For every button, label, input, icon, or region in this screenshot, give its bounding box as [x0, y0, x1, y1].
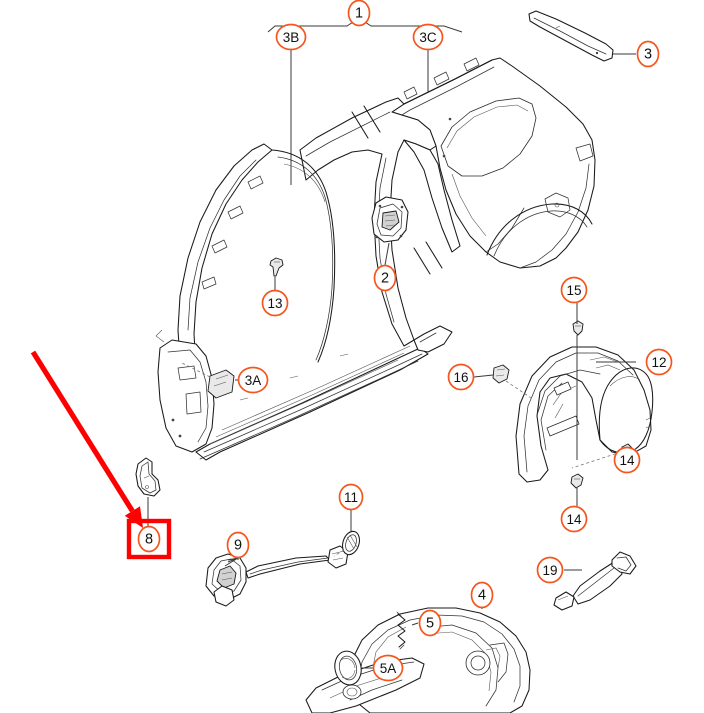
callout-layer: 1 3B 3C 3 2 13 15 12 16 3A 14 14 11 8 9 19 4 5 5A — [137, 0, 673, 682]
callout-ring — [347, 0, 371, 27]
part-4-filler-flap-housing — [305, 583, 531, 713]
callout-4[interactable]: 4 — [470, 581, 494, 609]
callout-label: 9 — [234, 538, 242, 554]
callout-14[interactable]: 14 — [560, 505, 588, 533]
callout-label: 4 — [478, 588, 486, 604]
callout-ring — [372, 654, 404, 682]
part-9-actuator-assembly — [205, 545, 349, 607]
callout-ring — [373, 264, 397, 292]
part-5A-seal-ring — [334, 650, 373, 686]
red-highlight-box — [126, 518, 172, 560]
callout-ring — [226, 531, 250, 559]
callout-3C[interactable]: 3C — [412, 23, 444, 51]
callout-ring — [636, 40, 660, 68]
part-16-retaining-clip — [473, 364, 535, 401]
highlight-arrow-shaft — [30, 350, 135, 513]
callout-label: 16 — [453, 370, 468, 385]
callout-label: 12 — [651, 355, 666, 370]
leader-9b — [224, 557, 239, 567]
part-13-rivet-clip — [269, 257, 284, 290]
callout-14[interactable]: 14 — [613, 446, 641, 474]
callout-12[interactable]: 12 — [645, 348, 673, 376]
callout-ring — [645, 348, 673, 376]
callout-19[interactable]: 19 — [536, 556, 564, 584]
callout-ring — [447, 363, 475, 391]
callout-label: 15 — [566, 283, 581, 298]
callout-label: 3A — [245, 373, 262, 388]
callout-3A[interactable]: 3A — [237, 366, 269, 394]
callout-ring — [275, 23, 307, 51]
callout-13[interactable]: 13 — [261, 289, 289, 317]
callout-ring — [560, 276, 588, 304]
callout-3B[interactable]: 3B — [275, 23, 307, 51]
callout-ring — [137, 525, 161, 553]
callout-label: 3C — [419, 30, 437, 45]
callout-label: 5A — [380, 661, 397, 676]
part-14-push-clip-bottom — [570, 473, 584, 506]
part-5-tension-spring — [396, 611, 419, 650]
part-2-striker-plate — [371, 196, 409, 266]
callout-16[interactable]: 16 — [447, 363, 475, 391]
callout-ring — [613, 446, 641, 474]
callout-3[interactable]: 3 — [636, 40, 660, 68]
callout-2[interactable]: 2 — [373, 264, 397, 292]
callout-ring — [261, 289, 289, 317]
callout-ring — [237, 366, 269, 394]
part-11-cable-grommet — [333, 510, 360, 557]
part-8-gusset-bracket — [135, 457, 161, 526]
callout-ring — [418, 609, 442, 637]
callout-label: 3B — [283, 30, 300, 45]
callout-label: 14 — [566, 512, 582, 527]
part-1-body-side-panel — [155, 57, 596, 461]
callout-label: 8 — [145, 532, 153, 548]
callout-label: 2 — [381, 271, 389, 287]
callout-ring — [560, 505, 588, 533]
callout-label: 3 — [644, 47, 652, 63]
callout-ring — [338, 483, 364, 511]
callout-label: 1 — [355, 6, 363, 22]
callout-label: 5 — [426, 616, 434, 632]
callout-11[interactable]: 11 — [338, 483, 364, 511]
callout-5A[interactable]: 5A — [372, 654, 404, 682]
part-3-roof-trim-strip — [528, 10, 636, 62]
callout-label: 13 — [267, 296, 282, 311]
part-15-push-clip — [572, 303, 584, 460]
highlight-layer — [30, 350, 172, 560]
callout-label: 11 — [344, 490, 358, 505]
part-19-damper — [553, 551, 637, 611]
callout-15[interactable]: 15 — [560, 276, 588, 304]
callout-label: 19 — [542, 563, 557, 578]
callout-ring — [412, 23, 444, 51]
callout-ring — [536, 556, 564, 584]
callout-1[interactable]: 1 — [347, 0, 371, 27]
callout-label: 14 — [619, 453, 635, 468]
callout-9[interactable]: 9 — [226, 531, 250, 559]
callout-5[interactable]: 5 — [418, 609, 442, 637]
callout-8[interactable]: 8 — [137, 525, 161, 553]
callout-ring — [470, 581, 494, 609]
